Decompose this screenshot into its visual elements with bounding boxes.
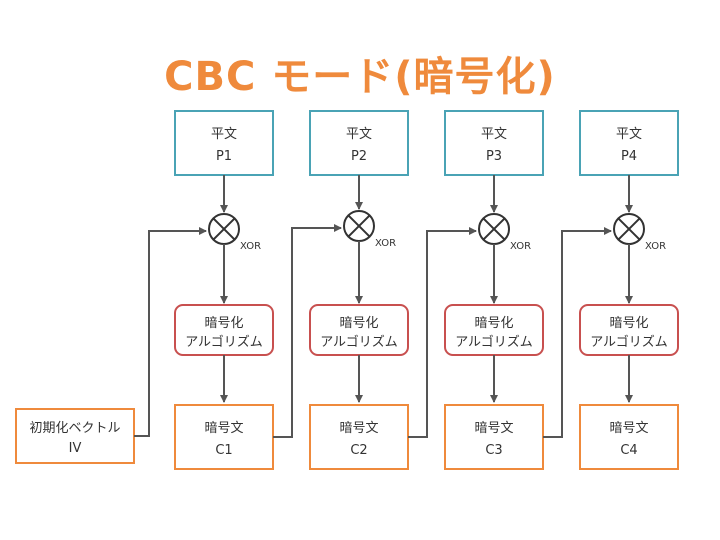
ciphertext-box bbox=[444, 404, 544, 470]
xor-icon bbox=[343, 210, 375, 242]
c1-to-xor2-arrow bbox=[273, 224, 342, 438]
plaintext-box bbox=[579, 110, 679, 176]
plaintext-box bbox=[174, 110, 274, 176]
ciphertext-label: 暗号文 bbox=[609, 421, 648, 436]
ciphertext-box bbox=[174, 404, 274, 470]
ciphertext-label: 暗号文 bbox=[204, 421, 243, 436]
cipher-label-1: 暗号化 bbox=[339, 316, 378, 331]
cipher-label-1: 暗号化 bbox=[474, 316, 513, 331]
ciphertext-id: C3 bbox=[485, 443, 502, 458]
block-1: 平文 P1 XOR 暗号化 アルゴリズム 暗号文 C1 bbox=[174, 110, 274, 470]
diagram-title: CBC モード(暗号化) bbox=[164, 54, 556, 100]
ciphertext-label: 暗号文 bbox=[339, 421, 378, 436]
ciphertext-id: C4 bbox=[620, 443, 637, 458]
xor-label: XOR bbox=[645, 241, 666, 252]
ciphertext-box bbox=[309, 404, 409, 470]
iv-box: 初期化ベクトル IV bbox=[15, 408, 135, 464]
cipher-label-2: アルゴリズム bbox=[320, 334, 398, 350]
ciphertext-box bbox=[579, 404, 679, 470]
block-3: 平文 P3 XOR 暗号化 アルゴリズム 暗号文 C3 bbox=[444, 110, 544, 470]
xor-label: XOR bbox=[510, 241, 531, 252]
ciphertext-id: C1 bbox=[215, 443, 232, 458]
plaintext-label: 平文 bbox=[481, 127, 507, 142]
cipher-label-2: アルゴリズム bbox=[185, 334, 263, 350]
plaintext-box bbox=[309, 110, 409, 176]
plaintext-id: P1 bbox=[216, 149, 232, 164]
xor-label: XOR bbox=[240, 241, 261, 252]
cipher-label-2: アルゴリズム bbox=[590, 334, 668, 350]
iv-to-xor1-arrow bbox=[134, 227, 207, 437]
cipher-label-2: アルゴリズム bbox=[455, 334, 533, 350]
xor-icon bbox=[478, 213, 510, 245]
block-4: 平文 P4 XOR 暗号化 アルゴリズム 暗号文 C4 bbox=[579, 110, 679, 470]
block-2: 平文 P2 XOR 暗号化 アルゴリズム 暗号文 C2 bbox=[309, 110, 409, 470]
plaintext-id: P3 bbox=[486, 149, 502, 164]
c2-to-xor3-arrow bbox=[408, 227, 477, 438]
plaintext-id: P4 bbox=[621, 149, 637, 164]
cipher-label-1: 暗号化 bbox=[204, 316, 243, 331]
plaintext-label: 平文 bbox=[211, 127, 237, 142]
xor-icon bbox=[208, 213, 240, 245]
xor-icon bbox=[613, 213, 645, 245]
cipher-label-1: 暗号化 bbox=[609, 316, 648, 331]
plaintext-label: 平文 bbox=[616, 127, 642, 142]
plaintext-id: P2 bbox=[351, 149, 367, 164]
ciphertext-label: 暗号文 bbox=[474, 421, 513, 436]
c3-to-xor4-arrow bbox=[543, 227, 612, 438]
iv-label: 初期化ベクトル bbox=[29, 421, 120, 436]
ciphertext-id: C2 bbox=[350, 443, 367, 458]
plaintext-box bbox=[444, 110, 544, 176]
plaintext-label: 平文 bbox=[346, 127, 372, 142]
iv-value: IV bbox=[69, 441, 82, 456]
xor-label: XOR bbox=[375, 238, 396, 249]
